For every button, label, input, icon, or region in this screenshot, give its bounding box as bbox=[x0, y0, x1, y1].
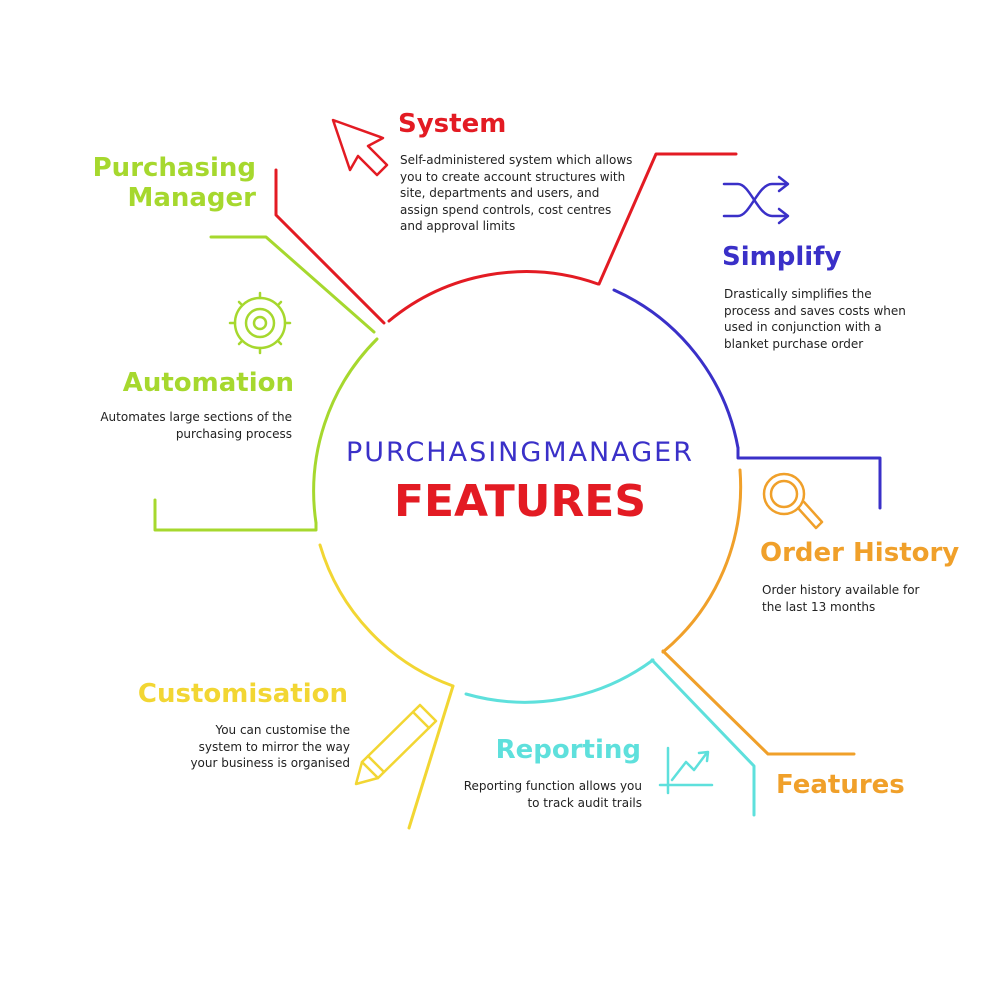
magnifier-icon bbox=[762, 472, 824, 530]
customisation-title: Customisation bbox=[137, 679, 348, 709]
arc-reporting bbox=[464, 658, 655, 704]
connector-automation bbox=[153, 498, 318, 532]
center-title: FEATURES bbox=[393, 476, 647, 527]
automation-title: Automation bbox=[122, 368, 294, 398]
system-title: System bbox=[398, 109, 507, 139]
gear-icon bbox=[228, 291, 292, 355]
connector-system bbox=[274, 168, 386, 325]
order-history-text: Order history available for the last 13 … bbox=[762, 583, 920, 614]
connector-order-history bbox=[661, 649, 856, 756]
order-history-title: Order History bbox=[760, 538, 960, 568]
line-chart-icon bbox=[658, 746, 714, 795]
cursor-arrow-icon bbox=[331, 118, 389, 177]
connector-reporting bbox=[650, 658, 756, 817]
arc-customisation bbox=[318, 543, 455, 688]
connector-customisation bbox=[407, 684, 455, 830]
arc-simplify bbox=[612, 288, 740, 450]
shuffle-icon bbox=[722, 175, 790, 225]
reporting-title: Reporting bbox=[495, 735, 641, 765]
purchasing-manager-title: Purchasing Manager bbox=[92, 153, 256, 213]
system-text: Self-administered system which allows yo… bbox=[400, 153, 633, 233]
arc-automation bbox=[312, 337, 379, 525]
simplify-text: Drastically simplifies the process and s… bbox=[724, 287, 906, 351]
arc-system bbox=[387, 270, 600, 323]
arc-order-history bbox=[661, 468, 743, 654]
automation-text: Automates large sections of the purchasi… bbox=[100, 410, 292, 441]
reporting-text: Reporting function allows you to track a… bbox=[463, 779, 642, 810]
customisation-text: You can customise the system to mirror t… bbox=[190, 723, 350, 770]
simplify-title: Simplify bbox=[722, 242, 842, 272]
center-subtitle: PURCHASINGMANAGER bbox=[345, 437, 694, 468]
pencil-icon bbox=[354, 703, 438, 786]
connector-system-right bbox=[597, 152, 738, 286]
features-title: Features bbox=[776, 770, 905, 800]
connector-purchasing-manager bbox=[209, 235, 376, 334]
connector-simplify bbox=[736, 446, 882, 510]
